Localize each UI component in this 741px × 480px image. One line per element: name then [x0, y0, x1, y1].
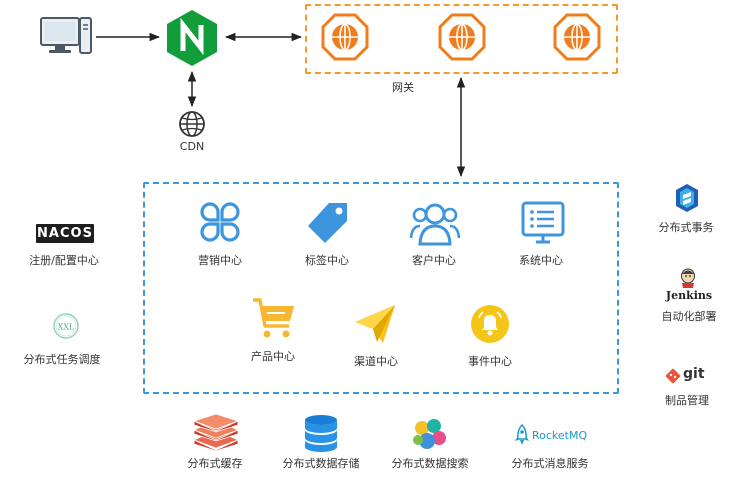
gateway-label: 网关 — [392, 81, 414, 94]
git-logo: git — [683, 366, 705, 382]
globe-icon — [179, 111, 205, 137]
bell-icon — [471, 305, 509, 343]
elasticsearch-icon — [413, 419, 446, 449]
desktop-computer-icon — [40, 17, 92, 54]
tool-label: 注册/配置中心 — [29, 254, 99, 267]
database-icon — [305, 415, 337, 452]
service-label: 营销中心 — [198, 254, 242, 267]
rocket-icon — [515, 424, 529, 445]
gateway-globe-icon — [553, 13, 601, 61]
tool-label: 分布式数据存储 — [282, 457, 360, 470]
rocketmq-logo: RocketMQ — [532, 429, 588, 442]
shopping-cart-icon — [253, 298, 294, 338]
jenkins-logo: Jenkins — [665, 289, 713, 302]
nacos-logo: NACOS — [36, 224, 94, 243]
services-group — [143, 182, 619, 394]
tool-label: 分布式消息服务 — [511, 457, 589, 470]
clover-icon — [200, 202, 240, 242]
service-label: 系统中心 — [519, 254, 563, 267]
service-label: 标签中心 — [305, 254, 349, 267]
tool-label: 自动化部署 — [661, 310, 717, 323]
git-diamond-icon — [665, 368, 681, 384]
service-label: 客户中心 — [412, 254, 456, 267]
tool-label: 分布式缓存 — [187, 457, 243, 470]
xxl-job-icon: XXL — [53, 313, 79, 339]
tool-label: 分布式事务 — [658, 221, 714, 234]
tool-label: 分布式数据搜索 — [391, 457, 469, 470]
jenkins-butler-icon — [681, 268, 695, 288]
tag-icon — [308, 203, 347, 243]
seata-icon — [676, 184, 698, 212]
service-label: 产品中心 — [251, 350, 295, 363]
service-label: 渠道中心 — [354, 355, 398, 368]
tool-label: 分布式任务调度 — [23, 353, 101, 366]
service-label: 事件中心 — [468, 355, 512, 368]
xxl-logo-text: XXL — [58, 323, 75, 332]
cdn-label: CDN — [179, 140, 205, 153]
users-icon — [409, 203, 461, 246]
redis-icon — [192, 414, 240, 452]
monitor-list-icon — [521, 201, 565, 244]
gateway-globe-icon — [438, 13, 486, 61]
gateway-globe-icon — [321, 13, 369, 61]
tool-label: 制品管理 — [665, 394, 709, 407]
paper-plane-icon — [355, 305, 395, 343]
gateway-group — [305, 4, 618, 74]
nginx-icon — [167, 10, 217, 66]
